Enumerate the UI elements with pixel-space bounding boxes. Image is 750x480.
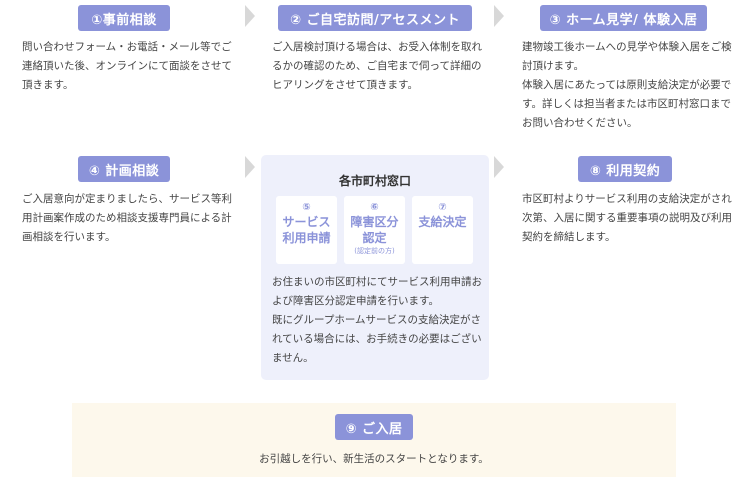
- step-2-description: ご入居検討頂ける場合は、お受入体制を取れるかの確認のため、ご自宅まで伺って詳細の…: [272, 38, 482, 95]
- service-application-card: ⑤ サービス 利用申請: [276, 196, 337, 264]
- step-3-text-2: 体験入居にあたっては原則支給決定が必要です。詳しくは担当者または市区町村窓口まで…: [522, 79, 732, 129]
- municipal-office-panel: 各市町村窓口 ⑤ サービス 利用申請 ⑥ 障害区分 認定 (認定前の方) ⑦ 支…: [261, 155, 489, 380]
- municipal-text-2: 既にグループホームサービスの支給決定がされている場合には、お手続きの必要はござい…: [272, 314, 482, 364]
- card-number: ⑥: [370, 202, 379, 213]
- card-number: ⑤: [302, 202, 311, 213]
- step-3-text-1: 建物竣工後ホームへの見学や体験入居をご検討頂けます。: [522, 41, 732, 72]
- card-label-line2: 認定: [362, 231, 387, 245]
- move-in-description: お引越しを行い、新生活のスタートとなります。: [259, 453, 489, 465]
- step-4-text: ご入居意向が定まりましたら、サービス等利用計画案作成のため相談支援専門員による計…: [22, 193, 232, 243]
- payment-decision-card: ⑦ 支給決定: [412, 196, 473, 264]
- municipal-text-1: お住まいの市区町村にてサービス利用申請および障害区分認定申請を行います。: [272, 276, 482, 307]
- step-2-text: ご入居検討頂ける場合は、お受入体制を取れるかの確認のため、ご自宅まで伺って詳細の…: [272, 41, 482, 91]
- municipal-description: お住まいの市区町村にてサービス利用申請および障害区分認定申請を行います。 既にグ…: [272, 273, 482, 368]
- step-1-text: 問い合わせフォーム・お電話・メール等でご連絡頂いた後、オンラインにて面談をさせて…: [22, 41, 232, 91]
- arrow-right-icon: [494, 156, 504, 178]
- step-3-description: 建物竣工後ホームへの見学や体験入居をご検討頂けます。 体験入居にあたっては原則支…: [522, 38, 732, 133]
- step-8-badge: ⑧ 利用契約: [578, 156, 672, 182]
- step-1-description: 問い合わせフォーム・お電話・メール等でご連絡頂いた後、オンラインにて面談をさせて…: [22, 38, 232, 95]
- step-4-description: ご入居意向が定まりましたら、サービス等利用計画案作成のため相談支援専門員による計…: [22, 190, 232, 247]
- card-label-line1: 支給決定: [418, 215, 467, 229]
- step-4-badge: ④ 計画相談: [78, 156, 170, 182]
- municipal-office-title: 各市町村窓口: [338, 174, 411, 188]
- step-9-badge: ⑨ ご入居: [335, 414, 413, 440]
- arrow-right-icon: [245, 156, 255, 178]
- card-label-line1: 障害区分: [350, 215, 399, 229]
- step-8-description: 市区町村よりサービス利用の支給決定がされ次第、入居に関する重要事項の説明及び利用…: [522, 190, 732, 247]
- card-label-line1: サービス: [282, 215, 331, 229]
- step-2-badge: ② ご自宅訪問/アセスメント: [278, 5, 472, 31]
- card-number: ⑦: [438, 202, 447, 213]
- arrow-right-icon: [494, 5, 504, 27]
- arrow-right-icon: [245, 5, 255, 27]
- card-label-line2: 利用申請: [282, 231, 331, 245]
- move-in-panel: ⑨ ご入居 お引越しを行い、新生活のスタートとなります。: [72, 403, 676, 477]
- step-1-badge: ①事前相談: [78, 5, 170, 31]
- card-note: (認定前の方): [354, 247, 395, 255]
- disability-classification-card: ⑥ 障害区分 認定 (認定前の方): [344, 196, 405, 264]
- step-8-text: 市区町村よりサービス利用の支給決定がされ次第、入居に関する重要事項の説明及び利用…: [522, 193, 732, 243]
- step-3-badge: ③ ホーム見学/ 体験入居: [540, 5, 707, 31]
